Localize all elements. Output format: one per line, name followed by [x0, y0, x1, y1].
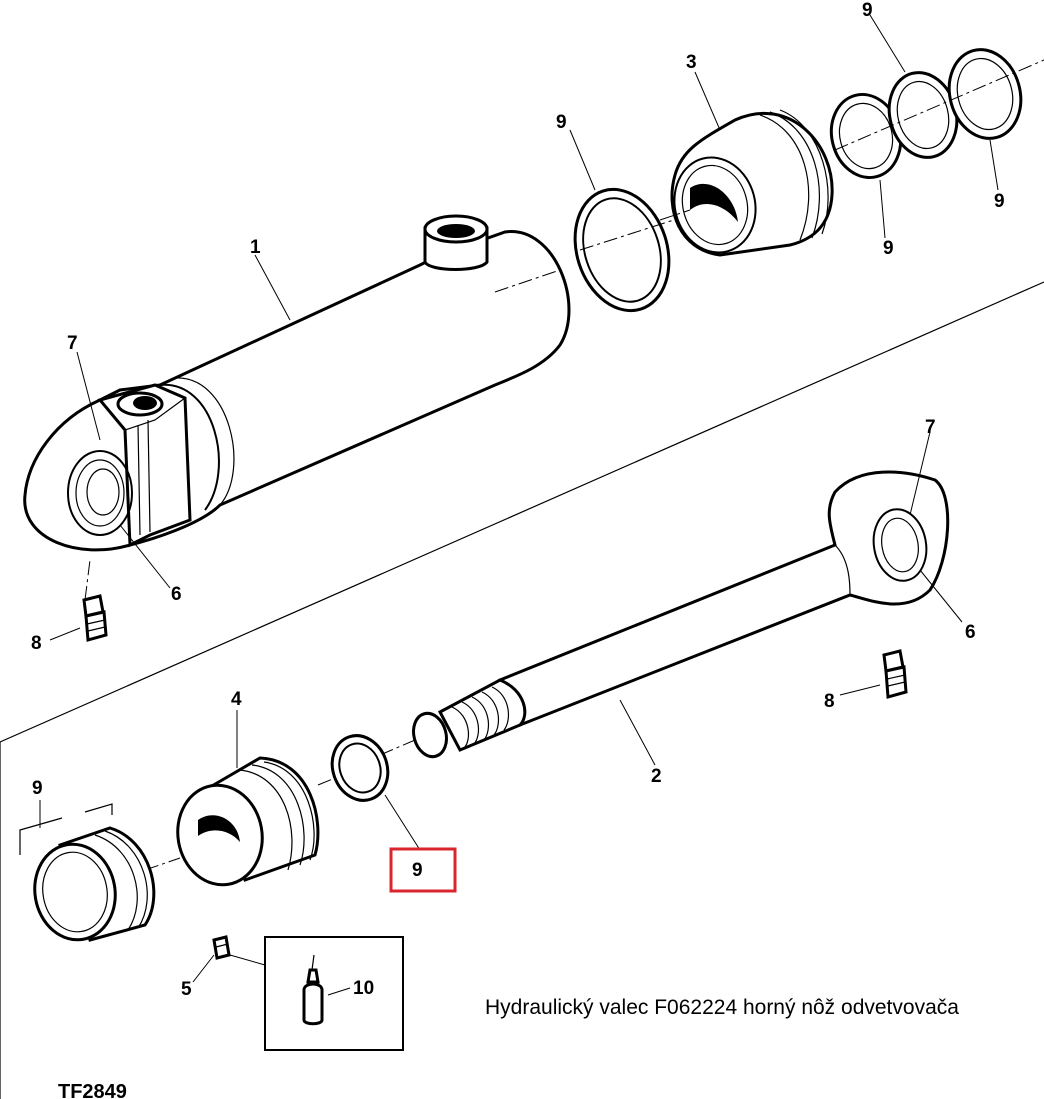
callout-8-right: 8: [824, 691, 835, 712]
callout-5: 5: [181, 979, 192, 1000]
callout-7-rod: 7: [925, 417, 936, 438]
grease-fitting-right: [882, 649, 908, 699]
callout-8-left: 8: [31, 633, 42, 654]
callout-4: 4: [231, 689, 242, 710]
o-ring-barrel: [573, 187, 681, 313]
callout-2: 2: [651, 766, 662, 787]
figure-id: TF2849: [58, 1081, 127, 1099]
callout-9-left: 9: [32, 778, 43, 799]
small-fitting: [212, 935, 231, 960]
seal-set-left: [19, 803, 156, 942]
seal-set-right: [829, 48, 1044, 180]
diagram-caption: Hydraulický valec F062224 horný nôž odve…: [485, 996, 959, 1019]
callout-9-right-a: 9: [883, 238, 894, 259]
section-divider: [0, 281, 1044, 1099]
callout-9-highlighted: 9: [412, 860, 423, 881]
callout-9-right-b: 9: [994, 191, 1005, 212]
highlight-box: [389, 847, 457, 893]
callout-9-top: 9: [862, 0, 873, 21]
gland: [659, 109, 834, 257]
piston-rod: [379, 470, 950, 759]
cylinder-barrel: [23, 214, 571, 601]
leader-lines: [39, 14, 999, 996]
callout-3: 3: [686, 52, 697, 73]
o-ring-rod: [317, 734, 390, 802]
callout-10: 10: [353, 978, 374, 999]
callout-6-rod: 6: [965, 622, 976, 643]
callout-6-barrel: 6: [171, 584, 182, 605]
callout-7-barrel: 7: [67, 333, 78, 354]
grease-fitting-left: [82, 594, 108, 642]
callout-1: 1: [250, 237, 261, 258]
piston: [144, 756, 320, 887]
callout-9-oring: 9: [556, 112, 567, 133]
